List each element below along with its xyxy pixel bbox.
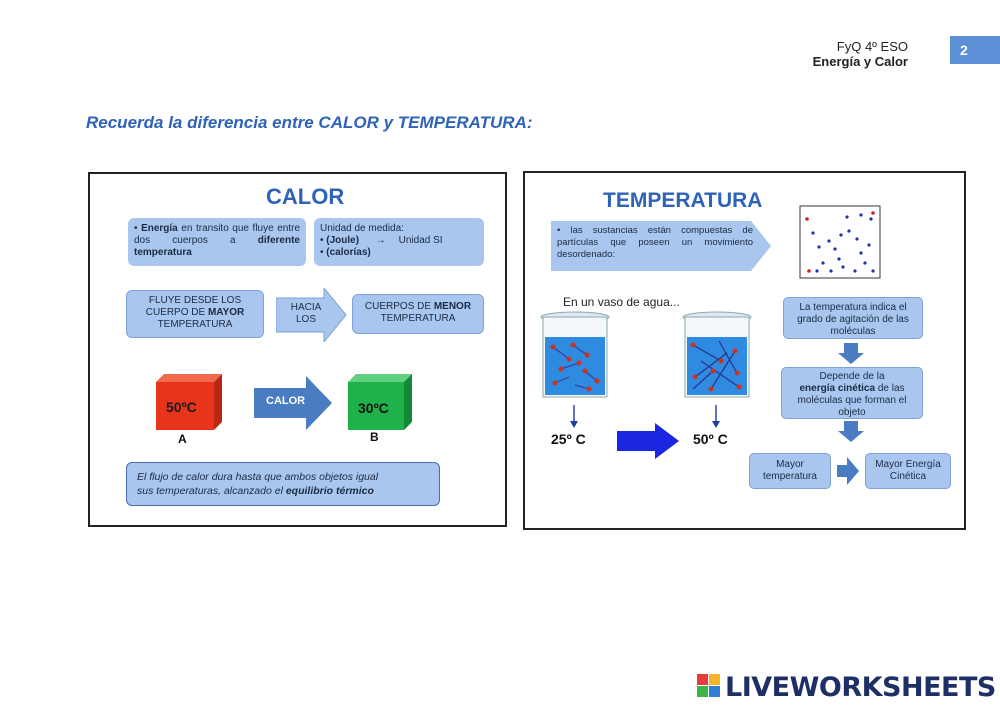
heating-arrow-icon — [617, 423, 679, 459]
footer-brand[interactable]: LIVEWORKSHEETS — [725, 672, 996, 703]
particles-note: las sustancias están compuestas de partí… — [557, 225, 753, 261]
temperatura-panel: TEMPERATURA las sustancias están compues… — [523, 171, 966, 530]
equilibrium-line-2: sus temperaturas, alcanzado el — [137, 485, 286, 497]
section-subtitle: Recuerda la diferencia entre CALOR y TEM… — [86, 113, 533, 132]
arrow-down-icon — [838, 421, 864, 442]
cube-b-temp: 30ºC — [358, 400, 389, 416]
arrow-down-icon — [838, 343, 864, 364]
particle-diagram — [799, 205, 881, 279]
units-si: Unidad SI — [398, 235, 443, 246]
water-caption: En un vaso de agua... — [563, 295, 680, 309]
flow-to-bold: MENOR — [433, 301, 472, 312]
temp-high-label: 50º C — [693, 431, 728, 447]
definition-bold-1: Energía — [141, 223, 178, 234]
units-heading: Unidad de medida: — [320, 223, 404, 234]
hacia-line-2: LOS — [295, 314, 316, 325]
calor-units: Unidad de medida: (Joule) → Unidad SI (c… — [314, 218, 484, 266]
cube-b-icon — [348, 374, 412, 430]
equilibrium-line-1: El flujo de calor dura hasta que ambos o… — [137, 471, 379, 483]
course-label: FyQ 4º ESO — [836, 39, 908, 54]
particles-note-shape — [551, 221, 771, 271]
beaker-cold-icon — [540, 311, 610, 398]
calor-arrow-icon — [254, 376, 332, 430]
cube-b-label: B — [370, 430, 379, 444]
higher-energy-box: Mayor Energía Cinética — [865, 453, 951, 489]
depends-box: Depende de la energía cinética de las mo… — [781, 367, 923, 419]
cube-a-temp: 50ºC — [166, 399, 197, 415]
equilibrium-bold: equilibrio térmico — [285, 485, 374, 497]
calor-panel: CALOR Energía en transito que fluye entr… — [88, 172, 507, 527]
cube-a-label: A — [178, 432, 187, 446]
hacia-label: HACIA LOS — [282, 302, 330, 326]
flow-to-box: CUERPOS DE MENOR TEMPERATURA — [352, 294, 484, 334]
particles-note-text: las sustancias están compuestas de partí… — [557, 225, 753, 260]
definition-bold-2: diferente temperatura — [134, 235, 300, 258]
hacia-line-1: HACIA — [290, 302, 322, 313]
hacia-arrow-icon — [276, 288, 347, 342]
arrow-down-icon — [712, 405, 720, 428]
depends-bold: energía cinética — [799, 383, 876, 394]
arrow-right-icon: → — [375, 235, 386, 246]
calor-arrow-label: CALOR — [266, 395, 306, 407]
arrow-down-icon — [570, 405, 578, 428]
unit-title: Energía y Calor — [812, 54, 908, 69]
depends-line-2: de las moléculas que forman el objeto — [797, 383, 907, 418]
flow-from-line-1: FLUYE DESDE LOS — [148, 295, 242, 306]
flow-from-bold: MAYOR — [207, 307, 245, 318]
flow-from-line-2: CUERPO DE — [145, 307, 208, 318]
flow-to-line-2: TEMPERATURA — [380, 313, 456, 324]
flow-to-line-1: CUERPOS DE — [364, 301, 434, 312]
liveworksheets-logo-icon — [697, 674, 720, 697]
page-number: 2 — [950, 36, 1000, 64]
units-calorias: (calorías) — [326, 247, 371, 258]
calor-title: CALOR — [266, 184, 345, 209]
temp-low-label: 25º C — [551, 431, 586, 447]
calor-definition: Energía en transito que fluye entre dos … — [128, 218, 306, 266]
equilibrium-note: El flujo de calor dura hasta que ambos o… — [126, 462, 440, 506]
definition-text-1: en transito que fluye entre dos cuerpos … — [134, 223, 300, 246]
cube-a-icon — [156, 374, 222, 430]
temperatura-title: TEMPERATURA — [603, 189, 763, 212]
higher-temp-box: Mayor temperatura — [749, 453, 831, 489]
beaker-hot-icon — [682, 311, 752, 398]
units-joule: (Joule) — [326, 235, 360, 246]
flow-from-line-3: TEMPERATURA — [157, 319, 233, 330]
depends-line-1: Depende de la — [819, 371, 885, 382]
flow-from-box: FLUYE DESDE LOS CUERPO DE MAYOR TEMPERAT… — [126, 290, 264, 338]
arrow-right-icon — [837, 457, 859, 485]
agitation-box: La temperatura indica el grado de agitac… — [783, 297, 923, 339]
